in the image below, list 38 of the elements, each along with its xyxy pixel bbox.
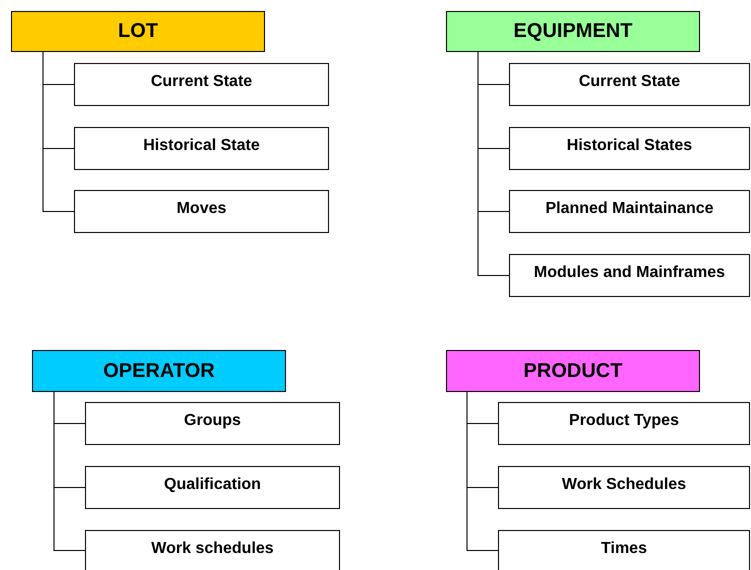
- header-label: OPERATOR: [103, 360, 215, 382]
- item-box: [509, 63, 750, 106]
- item-box: [85, 402, 340, 445]
- item-box: [509, 254, 750, 297]
- category-header: [446, 350, 700, 392]
- header-label: EQUIPMENT: [514, 20, 632, 43]
- item-label: Groups: [184, 412, 241, 429]
- item-box: [74, 190, 329, 233]
- item-label: Qualification: [164, 476, 261, 493]
- item-box: [85, 466, 340, 509]
- connector-line: [466, 392, 498, 551]
- item-box: [509, 127, 750, 170]
- item-box: [509, 190, 750, 233]
- item-box: [74, 63, 329, 106]
- connector-line: [42, 52, 74, 212]
- item-box: [498, 402, 750, 445]
- item-box: [498, 466, 750, 509]
- category-header: [446, 11, 700, 52]
- item-label: Modules and Mainframes: [534, 264, 726, 281]
- item-label: Historical States: [566, 137, 692, 154]
- item-label: Work Schedules: [562, 476, 686, 493]
- item-label: Historical State: [143, 137, 260, 154]
- item-label: Current State: [150, 73, 252, 90]
- category-header: [32, 350, 286, 392]
- header-label: LOT: [118, 20, 158, 43]
- item-box: [85, 530, 340, 570]
- connector-line: [478, 52, 510, 276]
- category-header: [11, 11, 265, 52]
- item-label: Moves: [176, 200, 226, 217]
- connector-line: [54, 392, 86, 551]
- item-label: Current State: [578, 73, 680, 90]
- item-label: Times: [601, 540, 647, 557]
- item-box: [498, 530, 750, 570]
- item-box: [74, 127, 329, 170]
- item-label: Work schedules: [151, 540, 274, 557]
- item-label: Planned Maintainance: [545, 200, 714, 217]
- item-label: Product Types: [569, 412, 679, 429]
- header-label: PRODUCT: [524, 360, 622, 382]
